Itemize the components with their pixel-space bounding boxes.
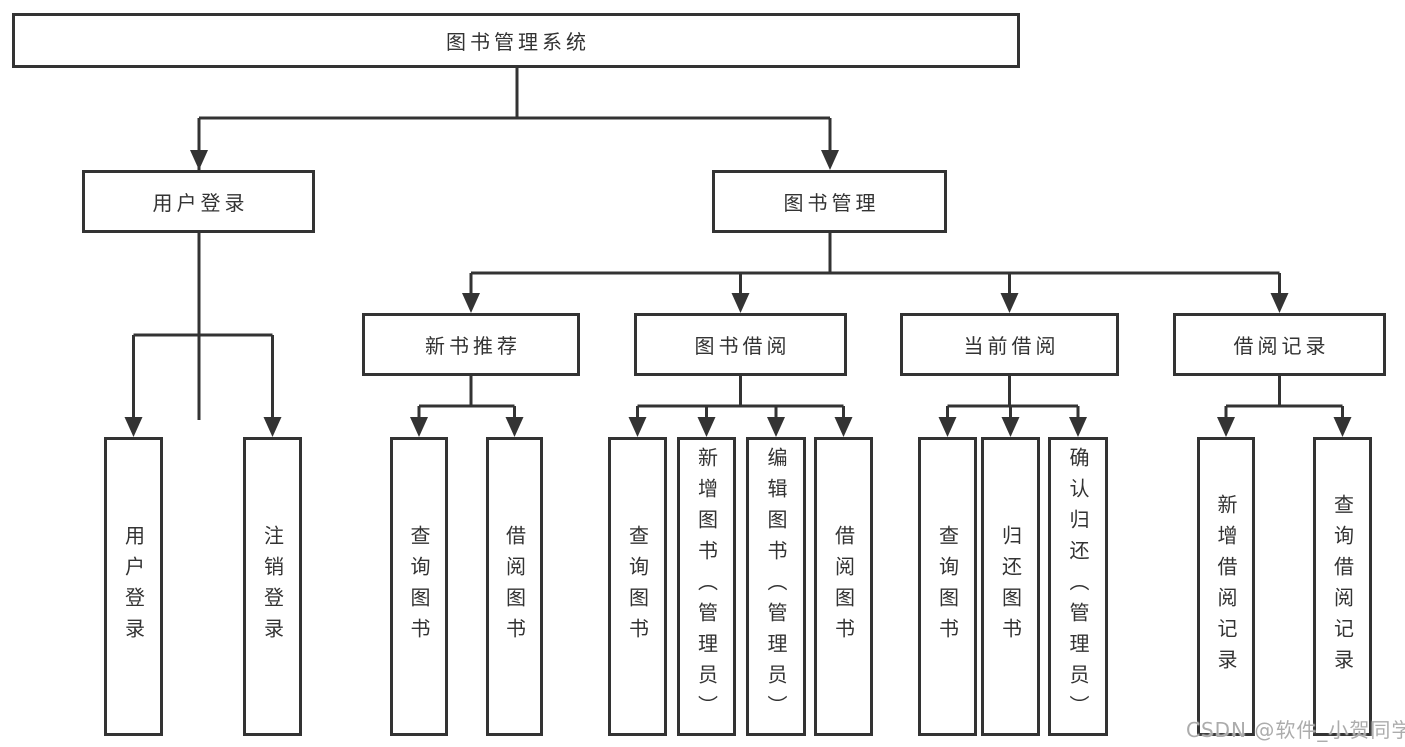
leaf-add-book-admin: 新增图书（管理员） [677, 437, 736, 736]
node-book-management: 图书管理 [712, 170, 947, 233]
leaf-query-books-borrow: 查询图书 [608, 437, 667, 736]
leaf-edit-book-admin: 编辑图书（管理员） [746, 437, 806, 736]
leaf-add-borrow-record: 新增借阅记录 [1197, 437, 1255, 736]
leaf-return-book-label: 归还图书 [998, 524, 1023, 649]
csdn-watermark: CSDN @软件_小贺同学 [1186, 718, 1405, 742]
leaf-confirm-return-admin: 确认归还（管理员） [1048, 437, 1108, 736]
node-current-borrowing-label: 当前借阅 [963, 334, 1060, 358]
leaf-user-login-label: 用户登录 [121, 524, 146, 649]
leaf-query-borrow-record-label: 查询借阅记录 [1330, 493, 1355, 680]
node-borrowing-records-label: 借阅记录 [1233, 334, 1330, 358]
leaf-query-books-recommend-label: 查询图书 [407, 524, 431, 649]
node-book-borrowing: 图书借阅 [634, 313, 847, 376]
leaf-return-book: 归还图书 [981, 437, 1040, 736]
leaf-query-books-borrow-label: 查询图书 [625, 524, 650, 649]
leaf-logout: 注销登录 [243, 437, 302, 736]
leaf-user-login: 用户登录 [104, 437, 163, 736]
leaf-query-books-recommend: 查询图书 [390, 437, 448, 736]
node-book-management-label: 图书管理 [783, 191, 880, 215]
leaf-borrow-books-label: 借阅图书 [831, 524, 856, 649]
node-root-label: 图书管理系统 [446, 30, 590, 54]
node-new-book-recommend: 新书推荐 [362, 313, 580, 376]
leaf-query-books-current: 查询图书 [918, 437, 977, 736]
leaf-add-borrow-record-label: 新增借阅记录 [1214, 493, 1238, 680]
leaf-edit-book-admin-label: 编辑图书（管理员） [764, 447, 788, 726]
node-borrowing-records: 借阅记录 [1173, 313, 1386, 376]
node-book-borrowing-label: 图书借阅 [694, 334, 791, 358]
node-new-book-recommend-label: 新书推荐 [425, 334, 521, 358]
leaf-borrow-books-recommend-label: 借阅图书 [502, 524, 527, 649]
node-root-system: 图书管理系统 [12, 13, 1020, 68]
leaf-query-borrow-record: 查询借阅记录 [1313, 437, 1372, 736]
leaf-logout-label: 注销登录 [260, 524, 285, 649]
leaf-borrow-books-recommend: 借阅图书 [486, 437, 543, 736]
leaf-query-books-current-label: 查询图书 [935, 524, 960, 649]
node-user-login-label: 用户登录 [152, 191, 249, 215]
node-user-login: 用户登录 [82, 170, 315, 233]
leaf-add-book-admin-label: 新增图书（管理员） [694, 447, 719, 726]
node-current-borrowing: 当前借阅 [900, 313, 1119, 376]
leaf-confirm-return-admin-label: 确认归还（管理员） [1066, 447, 1090, 726]
leaf-borrow-books: 借阅图书 [814, 437, 873, 736]
